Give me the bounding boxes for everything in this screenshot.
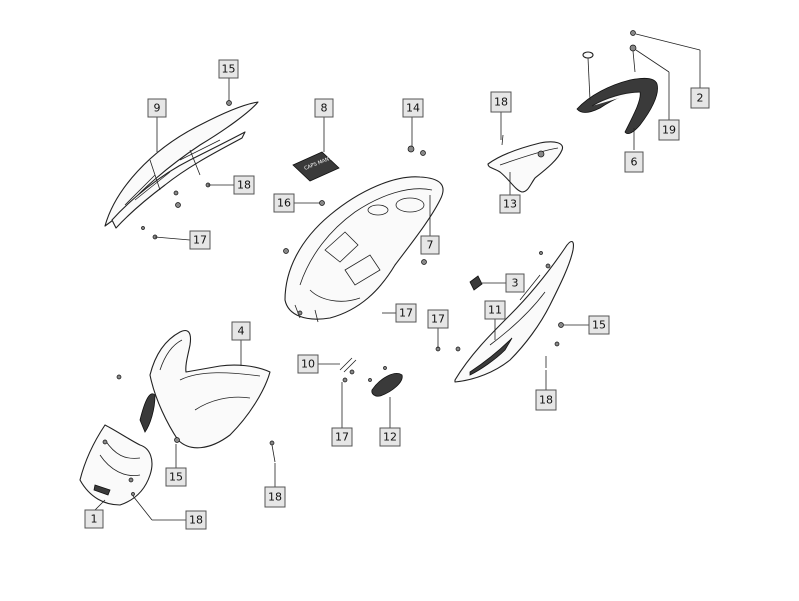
part-9-side-cover xyxy=(104,101,259,229)
callout-19: 19 xyxy=(658,119,680,141)
callout-11-label: 11 xyxy=(488,304,502,317)
callout-18-e-label: 18 xyxy=(189,514,203,527)
callout-15-top-label: 15 xyxy=(222,63,236,76)
part-6-rear-carrier xyxy=(576,30,658,134)
callout-18-a: 18 xyxy=(233,175,255,195)
callout-18-b: 18 xyxy=(490,91,512,113)
callout-9: 9 xyxy=(147,98,167,118)
callout-17-b: 17 xyxy=(427,309,449,329)
callout-18-d: 18 xyxy=(264,486,286,508)
part-3-clip xyxy=(469,275,483,291)
part-1-lower-cover xyxy=(79,424,153,506)
callout-12: 12 xyxy=(379,427,401,447)
part-10-bracket xyxy=(339,357,357,383)
callout-18-a-label: 18 xyxy=(237,179,251,192)
callout-1: 1 xyxy=(84,509,104,529)
callout-18-e: 18 xyxy=(185,510,207,530)
part-4-leg-shield xyxy=(116,329,276,463)
callout-7-label: 7 xyxy=(427,239,434,252)
callout-12-label: 12 xyxy=(383,431,397,444)
part-8-cover-plate: CAPS MANT xyxy=(292,151,340,182)
callout-2-label: 2 xyxy=(697,92,704,105)
callout-18-b-label: 18 xyxy=(494,96,508,109)
callout-11: 11 xyxy=(484,300,506,320)
callout-17-d: 17 xyxy=(331,427,353,447)
callout-4-label: 4 xyxy=(238,325,245,338)
callout-15-right: 15 xyxy=(588,315,610,335)
part-15-screw-lower xyxy=(174,437,180,443)
callout-1-label: 1 xyxy=(91,513,98,526)
callout-19-label: 19 xyxy=(662,124,676,137)
callout-8-label: 8 xyxy=(321,102,328,115)
callout-3-label: 3 xyxy=(512,277,519,290)
callout-17-a-label: 17 xyxy=(193,234,207,247)
callout-13-label: 13 xyxy=(503,198,517,211)
callout-2: 2 xyxy=(690,87,710,109)
callout-7: 7 xyxy=(420,235,440,255)
callout-9-label: 9 xyxy=(154,102,161,115)
part-11-side-cover xyxy=(454,240,574,383)
callout-15-lower: 15 xyxy=(165,467,187,487)
callout-17-c: 17 xyxy=(395,303,417,323)
callout-14-label: 14 xyxy=(406,102,420,115)
callout-6-label: 6 xyxy=(631,156,638,169)
callout-17-d-label: 17 xyxy=(335,431,349,444)
callout-16-label: 16 xyxy=(277,197,291,210)
part-17-screw-mid xyxy=(435,346,461,352)
part-16-screw xyxy=(319,200,325,206)
callout-8: 8 xyxy=(314,98,334,118)
callout-3: 3 xyxy=(505,273,525,293)
callout-14: 14 xyxy=(402,98,424,118)
callout-18-c-label: 18 xyxy=(539,394,553,407)
callout-15-lower-label: 15 xyxy=(169,471,183,484)
callout-10: 10 xyxy=(297,354,319,374)
callout-15-right-label: 15 xyxy=(592,319,606,332)
part-14-fasteners xyxy=(407,145,426,156)
callout-13: 13 xyxy=(499,194,521,214)
callout-18-c: 18 xyxy=(535,389,557,411)
leader-lines xyxy=(94,33,701,521)
callout-17-a: 17 xyxy=(189,230,211,250)
part-13-cover xyxy=(487,134,564,193)
callout-16: 16 xyxy=(273,193,295,213)
callout-6: 6 xyxy=(624,151,644,173)
part-7-storage-tub xyxy=(283,176,444,323)
callout-17-c-label: 17 xyxy=(399,307,413,320)
part-12-reflector xyxy=(368,366,403,397)
part-15-screw-right xyxy=(558,322,564,328)
callout-17-b-label: 17 xyxy=(431,313,445,326)
callout-15-top: 15 xyxy=(218,59,239,79)
callout-10-label: 10 xyxy=(301,358,315,371)
callout-4: 4 xyxy=(231,321,251,341)
callout-18-d-label: 18 xyxy=(268,491,282,504)
